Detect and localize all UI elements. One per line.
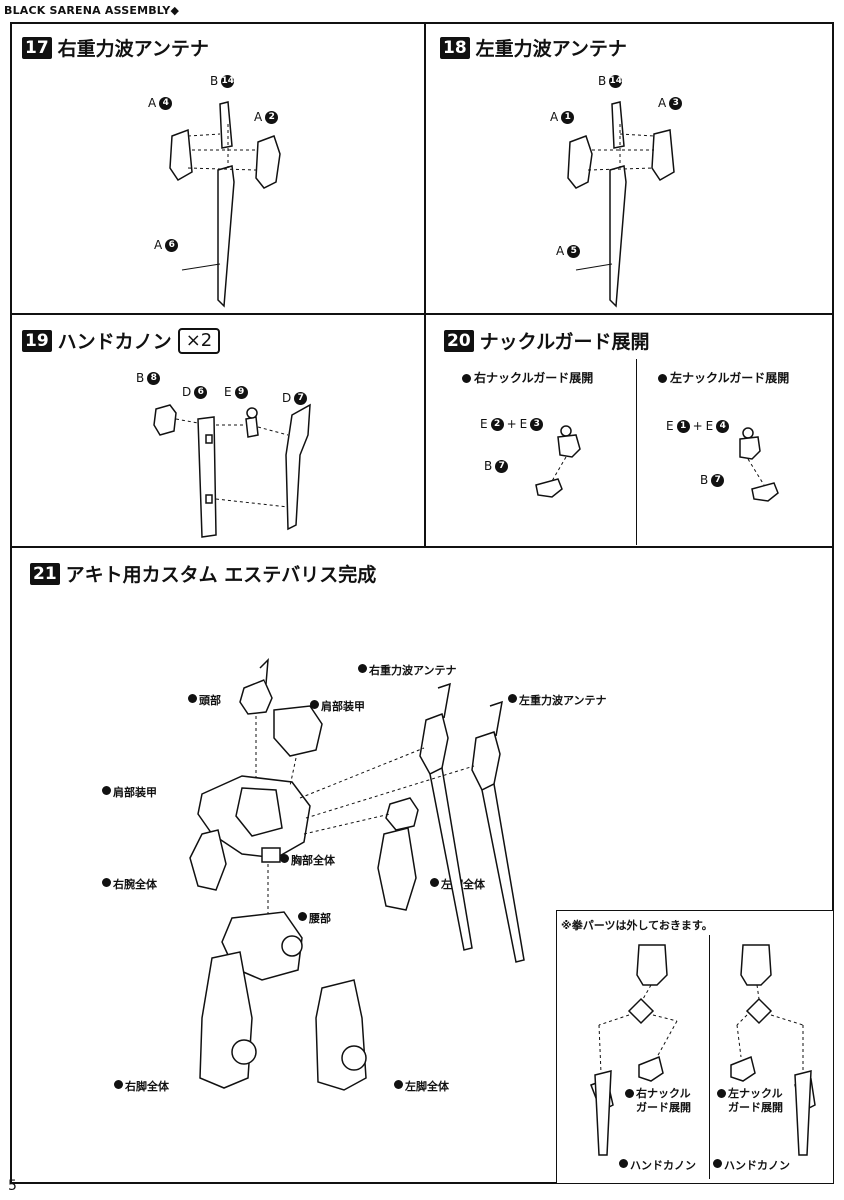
- callout-hand-cannon-right: ハンドカノン: [619, 1157, 696, 1173]
- note-title: ※拳パーツは外しておきます。: [561, 919, 713, 932]
- callout-shoulder-armor-left: 肩部装甲: [102, 784, 157, 800]
- fist-removal-diagram-left: [730, 944, 816, 1156]
- step-18-panel: 18 左重力波アンテナ B 14 A 1 A 3 A 5: [424, 22, 834, 315]
- right-knuckle-subtitle: 右ナックルガード展開: [462, 369, 593, 386]
- part-label-a1: A 1: [550, 110, 575, 124]
- part-label-a5: A 5: [556, 244, 581, 258]
- right-antenna-diagram: [169, 101, 281, 308]
- part-number-badge: 1: [561, 110, 575, 124]
- right-knuckle-b7-label: B 7: [484, 459, 509, 473]
- callout-head: 頭部: [188, 692, 221, 708]
- right-knuckle-combo-label: E 2 + E 3: [480, 417, 544, 431]
- step-title-text: 左重力波アンテナ: [475, 38, 627, 60]
- part-label-a6: A 6: [154, 238, 179, 252]
- fist-removal-note-box: ※拳パーツは外しておきます。: [556, 910, 834, 1184]
- part-label-b8: B 8: [136, 371, 161, 385]
- part-number-badge: 3: [669, 96, 683, 110]
- step-18-title: 18 左重力波アンテナ: [440, 34, 627, 61]
- callout-hand-cannon-left: ハンドカノン: [713, 1157, 790, 1173]
- quantity-box: ×2: [177, 327, 221, 354]
- step-title-text: アキト用カスタム エステバリス完成: [65, 564, 377, 586]
- part-number-badge: 6: [194, 385, 208, 399]
- page-header: BLACK SARENA ASSEMBLY◆: [4, 4, 180, 17]
- callout-right-knuckle-guard: 右ナックル ガード展開: [625, 1087, 691, 1115]
- callout-shoulder-armor-top: 肩部装甲: [310, 698, 365, 714]
- part-number-badge: 2: [265, 110, 279, 124]
- robot-assembly-diagram: [189, 658, 525, 1091]
- part-number-badge: 9: [234, 385, 248, 399]
- part-number-badge: 7: [294, 391, 308, 405]
- step-title-text: ハンドカノン: [57, 331, 172, 353]
- step-21-title: 21 アキト用カスタム エステバリス完成: [30, 560, 376, 587]
- callout-left-antenna: 左重力波アンテナ: [508, 692, 607, 708]
- step-number: 17: [22, 36, 52, 59]
- right-knuckle-diagram: [535, 425, 581, 498]
- page-number: 5: [8, 1178, 17, 1194]
- part-number-badge: 4: [159, 96, 173, 110]
- step-20-divider: [636, 359, 637, 545]
- part-number-badge: 14: [221, 74, 235, 88]
- callout-chest: 胸部全体: [280, 852, 335, 868]
- step-number: 18: [440, 36, 470, 59]
- left-knuckle-b7-label: B 7: [700, 473, 725, 487]
- left-antenna-diagram: [567, 101, 675, 308]
- left-knuckle-combo-label: E 1 + E 4: [666, 419, 730, 433]
- callout-right-arm: 右腕全体: [102, 876, 157, 892]
- part-label-b14: B 14: [598, 74, 623, 88]
- step-number: 19: [22, 329, 52, 352]
- step-21-panel: 21 アキト用カスタム エステバリス完成 頭部 肩部装甲 右重力波アンテナ 左重…: [10, 546, 834, 1184]
- step-19-panel: 19 ハンドカノン ×2 B 8 D 6 E 9 D 7: [10, 313, 426, 548]
- step-number: 21: [30, 562, 60, 585]
- part-label-a3: A 3: [658, 96, 683, 110]
- step-20-panel: 20 ナックルガード展開 右ナックルガード展開 E 2 + E 3 B 7 左ナ…: [424, 313, 834, 548]
- step-19-title: 19 ハンドカノン ×2: [22, 327, 221, 354]
- part-label-d7: D 7: [282, 391, 308, 405]
- callout-left-knuckle-guard: 左ナックル ガード展開: [717, 1087, 783, 1115]
- step-17-panel: 17 右重力波アンテナ B 14 A 4 A 2 A 6: [10, 22, 426, 315]
- callout-waist: 腰部: [298, 910, 331, 926]
- left-knuckle-diagram: [739, 427, 779, 502]
- part-label-a4: A 4: [148, 96, 173, 110]
- step-number: 20: [444, 329, 474, 352]
- step-title-text: 右重力波アンテナ: [57, 38, 209, 60]
- part-label-a2: A 2: [254, 110, 279, 124]
- hand-cannon-diagram: [153, 403, 311, 538]
- left-knuckle-subtitle: 左ナックルガード展開: [658, 369, 789, 386]
- step-title-text: ナックルガード展開: [479, 331, 650, 353]
- part-label-b14: B 14: [210, 74, 235, 88]
- step-17-title: 17 右重力波アンテナ: [22, 34, 209, 61]
- part-label-d6: D 6: [182, 385, 208, 399]
- fist-removal-diagram-right: [590, 944, 678, 1156]
- step-20-title: 20 ナックルガード展開: [444, 327, 650, 354]
- part-number-badge: 8: [147, 371, 161, 385]
- part-number-badge: 5: [567, 244, 581, 258]
- part-number-badge: 14: [609, 74, 623, 88]
- callout-right-antenna: 右重力波アンテナ: [358, 662, 457, 678]
- note-divider: [709, 935, 710, 1179]
- callout-left-leg: 左脚全体: [394, 1078, 449, 1094]
- part-label-e9: E 9: [224, 385, 248, 399]
- part-number-badge: 6: [165, 238, 179, 252]
- callout-right-leg: 右脚全体: [114, 1078, 169, 1094]
